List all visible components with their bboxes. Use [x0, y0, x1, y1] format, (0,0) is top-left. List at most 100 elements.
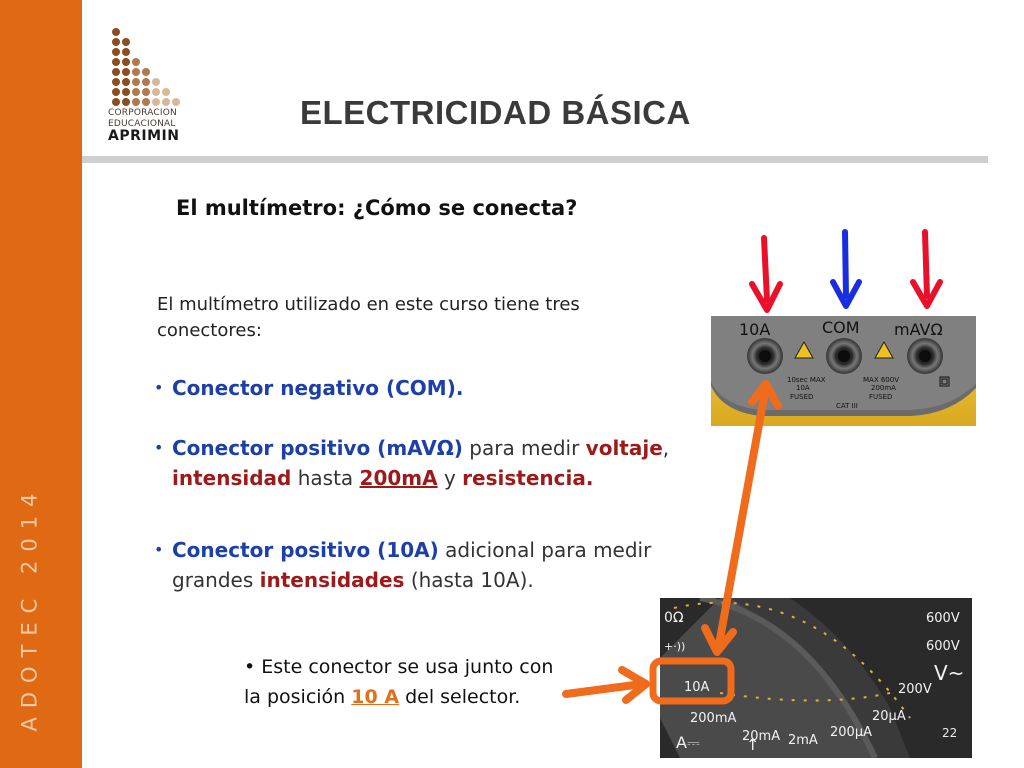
continuity-icon: +·)): [664, 640, 685, 653]
fuse1-line3: FUSED: [790, 393, 813, 401]
bullet-mav-lead: Conector positivo (mAVΩ): [172, 436, 463, 460]
word-intensidades: intensidades: [259, 568, 405, 592]
sidebar-label: ADOTEC 2014: [17, 484, 42, 731]
bullet-dot-icon: •: [154, 540, 164, 559]
cat-rating: CAT III: [836, 402, 858, 410]
logo-dot: [172, 98, 180, 106]
logo-dot: [132, 98, 140, 106]
logo-dot: [112, 58, 120, 66]
orange-pointer-arrow-icon: [562, 666, 650, 704]
logo-dot: [122, 68, 130, 76]
logo-text-line1: CORPORACION: [108, 108, 177, 118]
logo-dot: [142, 78, 150, 86]
logo-text-line2: EDUCACIONAL: [108, 119, 176, 129]
dial-label-2ma: 2mA: [788, 733, 818, 748]
bullet-mav-text: ,: [662, 436, 670, 460]
logo-dot: [122, 78, 130, 86]
jack-label-mav: mAVΩ: [894, 320, 943, 339]
logo-dot: [142, 68, 150, 76]
dial-label-600v-2: 600V: [926, 639, 960, 654]
bullet-10a-text: adicional para medir grandes: [172, 538, 652, 592]
logo-dot: [132, 78, 140, 86]
connector-jacks-photo: 10A COM mAVΩ 10sec MAX 10A FUSED CAT III…: [711, 316, 976, 426]
dial-label-200v: 200V: [898, 682, 932, 697]
logo-dot: [122, 58, 130, 66]
bullet-mav: • Conector positivo (mAVΩ) para medir vo…: [154, 433, 709, 493]
fuse2-line3: FUSED: [869, 393, 892, 401]
dial-label-ohm: 0Ω: [664, 610, 684, 626]
word-voltaje: voltaje: [585, 436, 663, 460]
note-text: del selector.: [399, 686, 521, 708]
double-insulation-icon: [939, 376, 950, 387]
note-bullet-icon: •: [244, 656, 256, 678]
logo-dot: [112, 68, 120, 76]
logo-dot: [132, 58, 140, 66]
logo-dot: [162, 88, 170, 96]
jack-label-com: COM: [822, 318, 860, 337]
logo-dot: [162, 98, 170, 106]
bullet-10a-lead: Conector positivo (10A): [172, 538, 439, 562]
dial-label-200ua: 200μA: [830, 725, 872, 740]
logo-dot: [142, 98, 150, 106]
logo-dot: [142, 88, 150, 96]
logo-dots-icon: [112, 28, 180, 106]
intro-text: El multímetro utilizado en este curso ti…: [157, 294, 580, 341]
word-resistencia: resistencia.: [462, 466, 594, 490]
bullet-com: • Conector negativo (COM).: [154, 373, 463, 403]
logo: CORPORACION EDUCACIONAL APRIMIN: [108, 26, 198, 146]
dial-label-20ua: 20μA: [872, 709, 906, 724]
logo-dot: [112, 88, 120, 96]
logo-dot: [152, 98, 160, 106]
dial-label-20ma: 20mA: [742, 729, 780, 744]
warning-icon: [874, 340, 894, 359]
logo-dot: [122, 98, 130, 106]
logo-dot: [122, 88, 130, 96]
logo-dot: [112, 28, 120, 36]
dial-arrow-icon: ↑: [746, 735, 759, 754]
bullet-mav-text: para medir: [462, 436, 586, 460]
header-divider: [82, 156, 988, 163]
red-arrow-mav-icon: [910, 229, 943, 309]
logo-dot: [132, 88, 140, 96]
note-highlight-10a: 10 A: [351, 686, 400, 708]
section-subtitle: El multímetro: ¿Cómo se conecta?: [176, 196, 578, 220]
red-arrow-10a-icon: [749, 235, 783, 313]
dial-label-10a: 10A: [684, 680, 710, 695]
bullet-dot-icon: •: [154, 438, 164, 457]
sidebar-vertical-text: ADOTEC 2014: [12, 484, 46, 731]
selector-dial-photo: 0Ω 600V 600V 10A 200mA 200V 20mA 2mA 200…: [660, 598, 972, 758]
dial-label-adc: A⎓: [676, 733, 700, 752]
bullet-10a-text: (hasta 10A).: [404, 568, 534, 592]
logo-dot: [152, 88, 160, 96]
fuse1-line2: 10A: [796, 384, 810, 392]
logo-dot: [122, 48, 130, 56]
note-text: Este conector se usa junto con la posici…: [244, 656, 554, 708]
dial-label-vac: V~: [934, 661, 964, 685]
logo-dot: [112, 78, 120, 86]
logo-text-line3: APRIMIN: [108, 128, 180, 144]
fuse1-line1: 10sec MAX: [787, 376, 826, 384]
page-title: ELECTRICIDAD BÁSICA: [300, 94, 691, 131]
logo-dot: [132, 68, 140, 76]
word-200ma: 200mA: [359, 466, 438, 490]
sidebar: ADOTEC 2014: [0, 0, 82, 768]
logo-dot: [112, 48, 120, 56]
logo-dot: [122, 38, 130, 46]
logo-dot: [112, 98, 120, 106]
bullet-com-text: Conector negativo (COM).: [172, 376, 464, 400]
page-number: 22: [942, 726, 958, 740]
fuse2-line2: 200mA: [871, 384, 896, 392]
bullet-mav-text: hasta: [291, 466, 360, 490]
warning-icon: [794, 340, 814, 359]
fuse2-line1: MAX 600V: [863, 376, 899, 384]
bullet-mav-text: y: [437, 466, 463, 490]
dial-label-600v-1: 600V: [926, 611, 960, 626]
blue-arrow-com-icon: [830, 229, 862, 309]
dial-label-200ma: 200mA: [690, 711, 736, 726]
word-intensidad: intensidad: [172, 466, 292, 490]
selector-note: • Este conector se usa junto con la posi…: [244, 652, 554, 712]
jack-label-10a: 10A: [739, 320, 770, 339]
logo-dot: [112, 38, 120, 46]
bullet-10a: • Conector positivo (10A) adicional para…: [154, 535, 714, 595]
bullet-dot-icon: •: [154, 378, 164, 397]
